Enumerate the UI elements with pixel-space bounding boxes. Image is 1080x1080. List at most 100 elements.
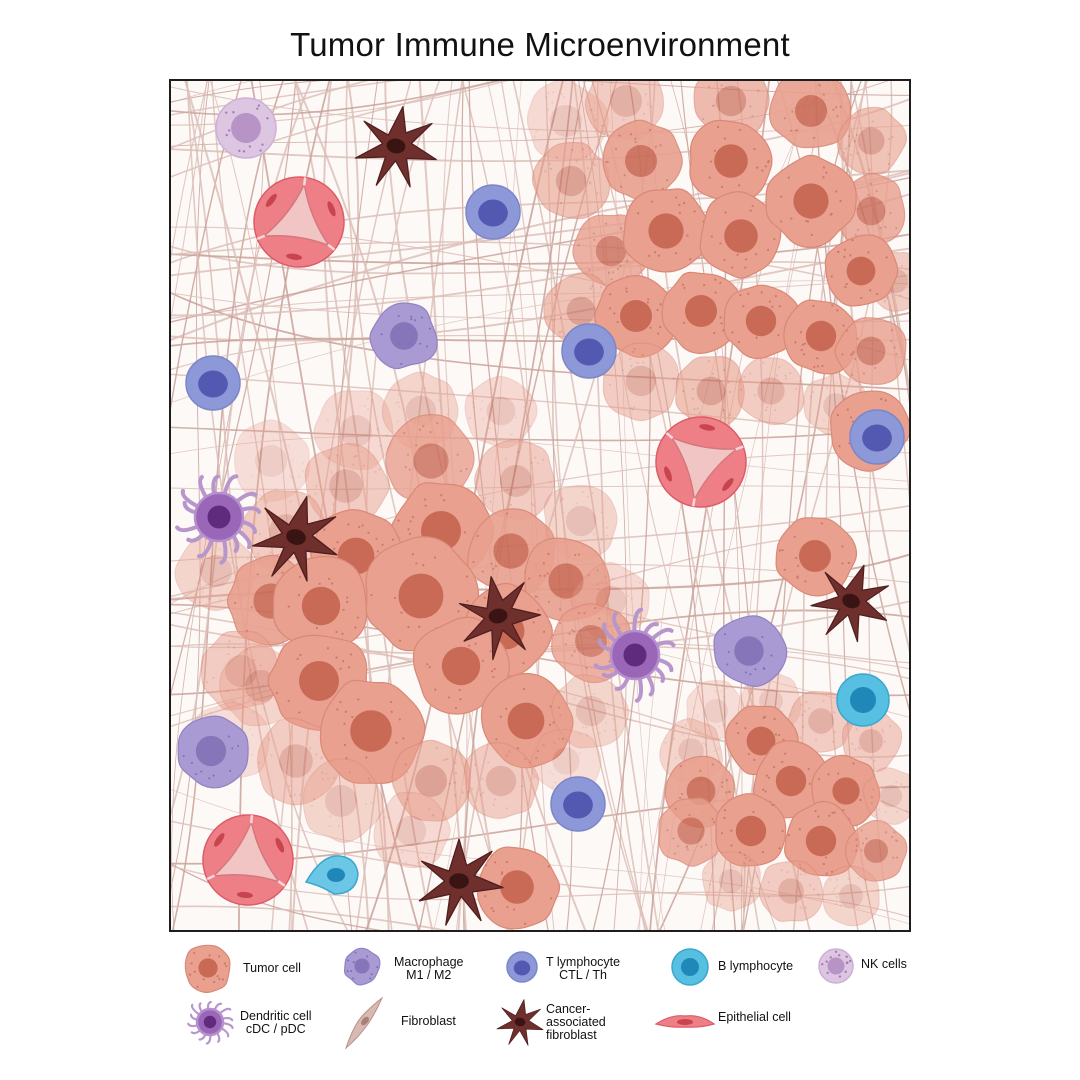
diagram-title: Tumor Immune Microenvironment (290, 26, 790, 63)
tumor-cell (524, 537, 611, 622)
tumor-cell (661, 271, 741, 354)
legend-macrophage-glyph (343, 947, 381, 986)
legend-tumor-cell-glyph (184, 944, 231, 994)
tumor-cell-isolated (476, 846, 561, 930)
fibroblast-strand (171, 81, 209, 260)
tumor-cell (765, 154, 857, 249)
tumor-cell (551, 674, 630, 749)
dendritic-cell-icon (187, 1000, 234, 1045)
t-lymphocyte-icon (506, 951, 538, 983)
legend-dendritic-cell-glyph (187, 1000, 234, 1045)
tumor-cell (304, 443, 390, 529)
cancer-associated-fibroblast (810, 564, 890, 643)
legend-label-dendritic-cell-line1: Dendritic cell (240, 1009, 312, 1023)
tumor-cell (723, 284, 802, 360)
legend-label-macrophage-line2: M1 / M2 (406, 968, 452, 982)
legend-label-macrophage: Macrophage M1 / M2 (394, 956, 464, 982)
t-lymphocyte (561, 323, 617, 379)
dendritic-cell (593, 607, 676, 703)
cancer-associated-fibroblast (354, 106, 437, 188)
dendritic-cell (175, 474, 262, 565)
blood-vessel-top (253, 176, 345, 268)
legend-label-macrophage-line1: Macrophage (394, 955, 464, 969)
fibroblast-strand (500, 81, 649, 930)
tumor-cell (412, 616, 510, 715)
legend-label-nk-cells: NK cells (861, 957, 907, 971)
cancer-associated-fibroblast (418, 838, 504, 926)
legend-label-t-lymphocyte-line1: T lymphocyte (546, 955, 621, 969)
tumor-cell (594, 275, 676, 358)
nk-cell-icon (818, 948, 854, 984)
fibroblast-strand (609, 81, 666, 930)
fibroblast-strand (171, 905, 448, 930)
legend-label-caf-line3: fibroblast (546, 1028, 597, 1042)
tumor-cell (699, 191, 782, 279)
fibroblast-strand (171, 241, 909, 300)
tumor-cell (834, 317, 907, 385)
legend-label-epithelial-cell: Epithelial cell (718, 1010, 791, 1024)
tumor-cell (391, 739, 471, 822)
epithelial-cell-icon (654, 1015, 716, 1028)
macrophage (369, 302, 438, 370)
legend-b-lymphocyte-glyph (671, 948, 709, 986)
tumor-cell (272, 555, 368, 651)
fibroblast-strand (171, 81, 208, 321)
nk-cell (215, 97, 277, 159)
legend: Tumor cell Macrophage M1 / M2 T lymphocy… (0, 940, 1080, 1080)
tumor-cell (824, 234, 899, 307)
microenvironment-scene (169, 79, 911, 932)
legend-label-caf-line2: associated (546, 1015, 606, 1029)
tumor-cell (862, 767, 909, 825)
fibroblast-strand (171, 280, 909, 404)
tumor-cell (602, 119, 683, 202)
legend-epithelial-glyph (654, 1015, 716, 1028)
tumor-cell (689, 119, 773, 204)
t-lymphocyte (550, 776, 606, 832)
tumor-cell (531, 142, 611, 220)
b-lymphocyte-icon (671, 948, 709, 986)
tumor-cell (551, 603, 631, 684)
tumor-cell (373, 791, 451, 869)
macrophage (713, 615, 788, 687)
t-lymphocyte (465, 184, 521, 240)
legend-caf-glyph (496, 999, 544, 1046)
tumor-clusters (174, 81, 909, 930)
tumor-cell-isolated (775, 517, 858, 597)
tumor-cell (385, 414, 475, 505)
legend-label-cancer-associated-fibroblast: Cancer- associated fibroblast (546, 1003, 606, 1042)
t-lymphocyte (185, 355, 241, 411)
macrophage-icon (343, 947, 381, 986)
tumor-cell (758, 860, 824, 922)
legend-nk-cell-glyph (818, 948, 854, 984)
tumor-cell (622, 188, 712, 273)
b-lymphocyte (836, 673, 890, 727)
tumor-cell (768, 81, 852, 149)
fibroblast-strand (171, 81, 398, 116)
t-lymphocyte (849, 409, 905, 465)
cancer-associated-fibroblast (458, 576, 542, 661)
legend-label-dendritic-cell-line2: cDC / pDC (245, 1022, 306, 1036)
fibroblast-strand (171, 233, 909, 265)
tumor-cell (474, 439, 555, 520)
tumor-cell (784, 800, 860, 877)
blood-vessel-middle (655, 416, 747, 508)
legend-label-t-lymphocyte-line2: CTL / Th (559, 968, 608, 982)
tumor-cell (845, 819, 908, 882)
tumor-cell (836, 106, 907, 175)
tumor-cell (463, 742, 540, 819)
fibroblast-strand (171, 81, 242, 410)
scene-drawing (171, 81, 909, 930)
legend-label-t-lymphocyte: T lymphocyte CTL / Th (546, 956, 620, 982)
legend-label-b-lymphocyte: B lymphocyte (718, 959, 794, 973)
tumor-cell (257, 717, 342, 806)
cancer-associated-fibroblast-icon (496, 999, 544, 1046)
legend-label-dendritic-cell: Dendritic cell cDC / pDC (240, 1010, 312, 1036)
tumor-cell-icon (184, 944, 231, 994)
fibroblast-strand (365, 81, 441, 930)
tumor-cell (715, 793, 787, 867)
tumor-cell (737, 357, 805, 426)
tumor-cell (234, 419, 310, 502)
legend-label-fibroblast: Fibroblast (401, 1014, 456, 1028)
legend-label-tumor-cell: Tumor cell (243, 961, 301, 975)
tumor-cell (658, 797, 727, 867)
